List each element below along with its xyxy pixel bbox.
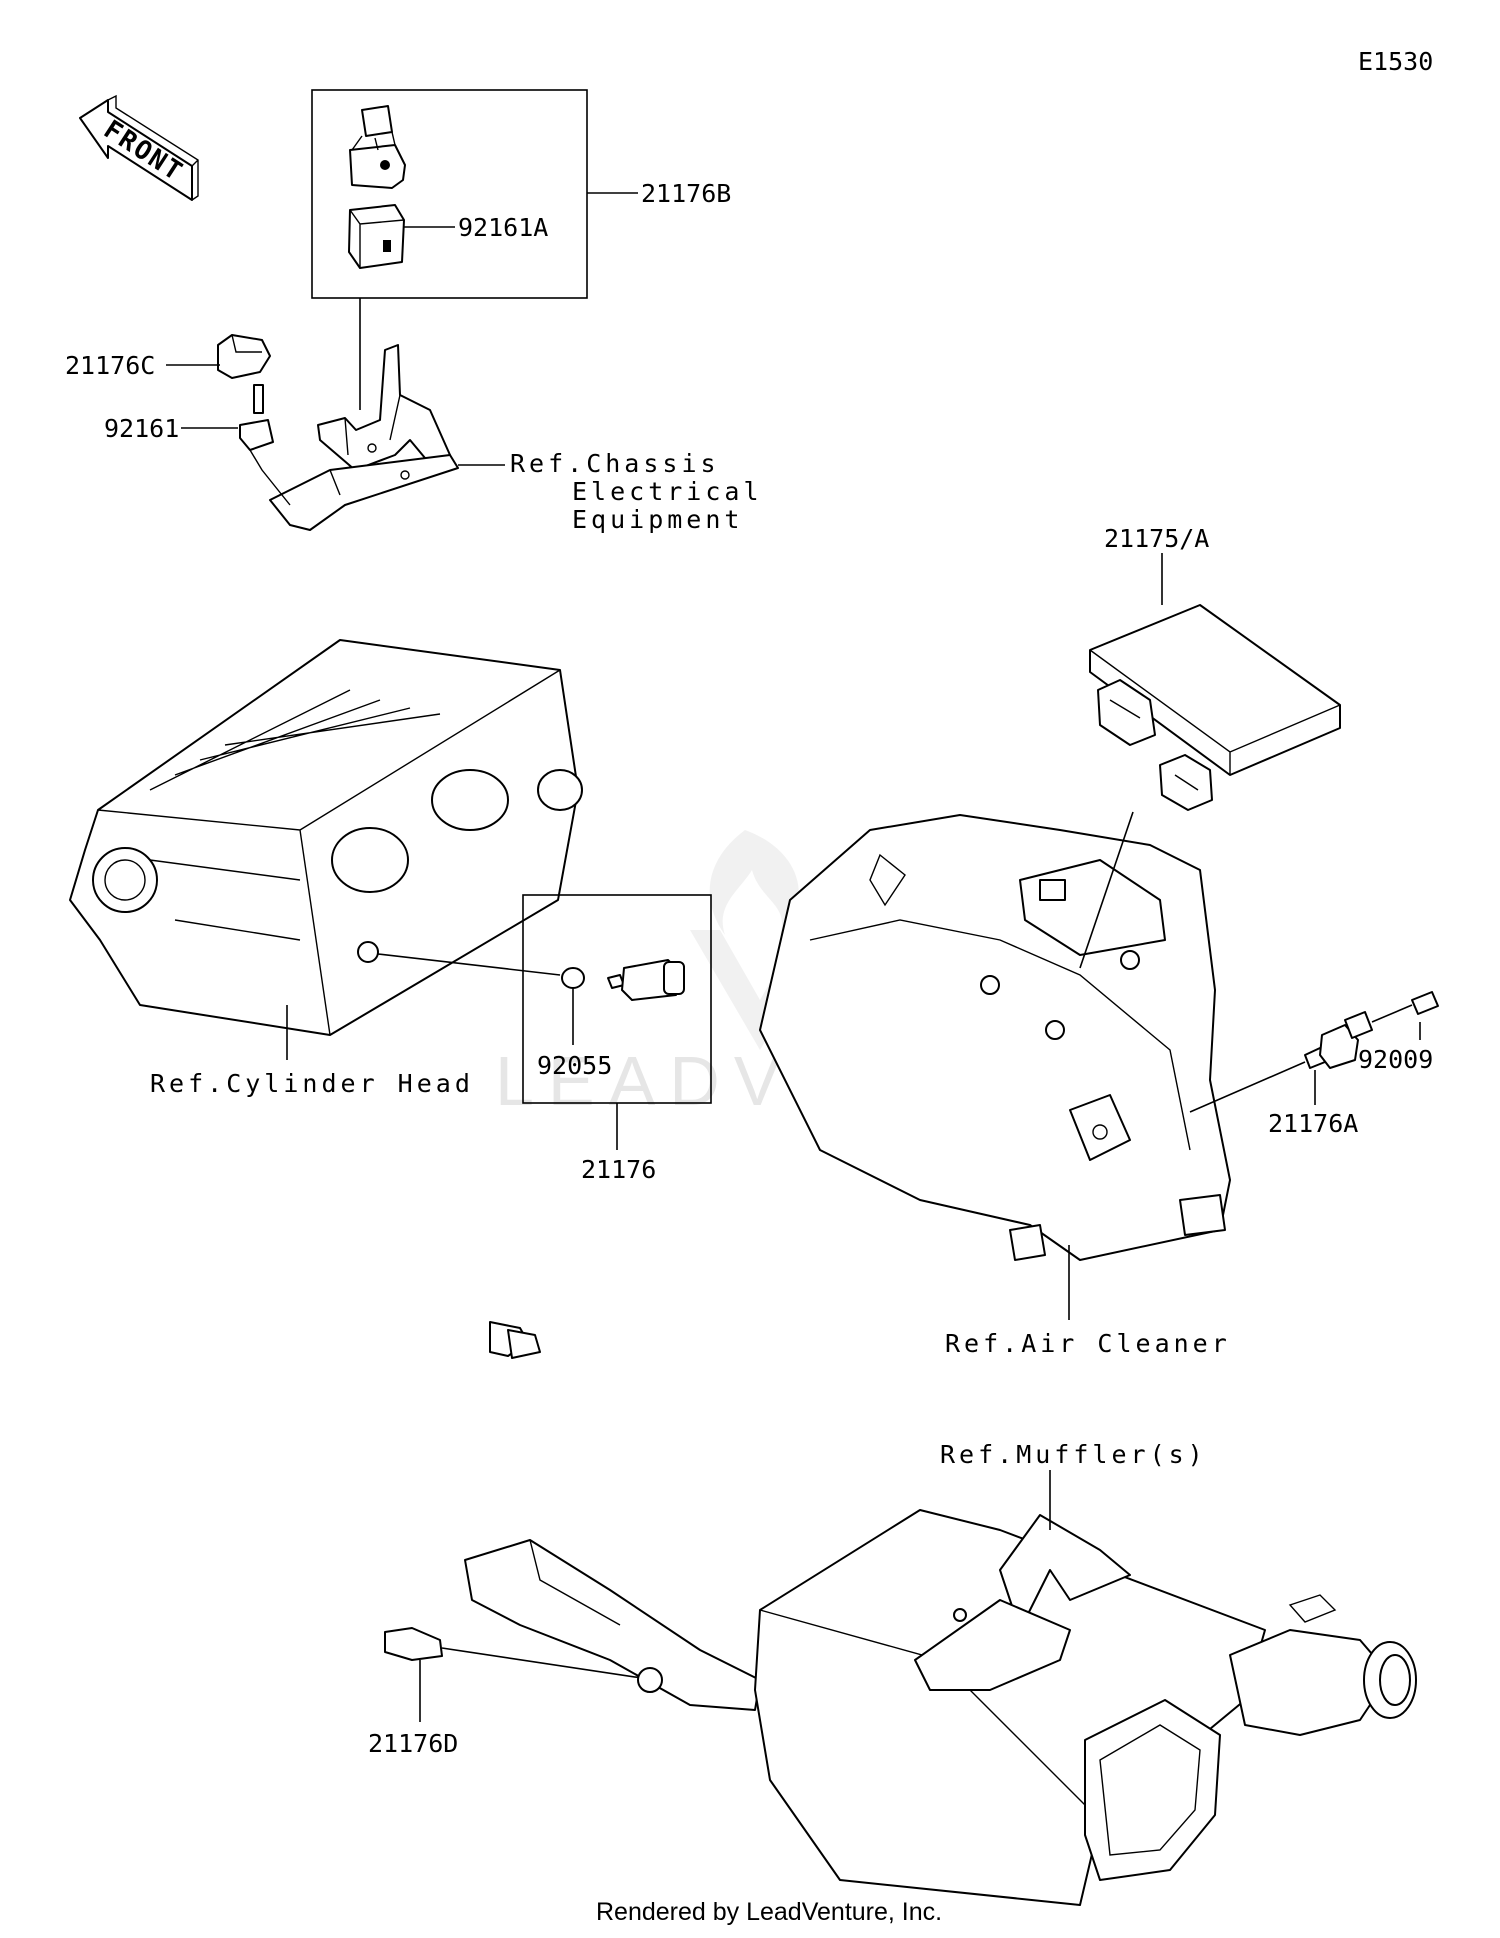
ref-chassis-line3: Equipment: [572, 505, 743, 534]
front-arrow: FRONT: [79, 94, 199, 201]
air-cleaner: [759, 814, 1231, 1261]
label-92055: 92055: [537, 1051, 612, 1080]
sensor-21176: [607, 959, 685, 1001]
label-92161: 92161: [104, 414, 179, 443]
ref-air-cleaner: Ref.Air Cleaner: [945, 1329, 1231, 1358]
ref-chassis-line2: Electrical: [572, 477, 763, 506]
label-92161A: 92161A: [458, 213, 548, 242]
o2-sensor-harness: [358, 1296, 541, 1661]
kit-21176B-box: [311, 89, 588, 299]
bolt-92009: [1411, 991, 1439, 1015]
leader-cleaner-to-21176A: [1189, 1061, 1306, 1113]
footer-credit: Rendered by LeadVenture, Inc.: [596, 1898, 942, 1926]
leader-21176D-to-muffler: [441, 1647, 656, 1681]
leader-head-to-gasket: [377, 953, 561, 976]
cylinder-head: [69, 639, 583, 1036]
ref-chassis-line1: Ref.Chassis: [510, 449, 720, 478]
label-21176A: 21176A: [1268, 1109, 1358, 1138]
diagram-code: E1530: [1358, 47, 1433, 76]
leader-sensor-to-bolt: [1371, 1004, 1413, 1023]
sensor-21176A: [1304, 1011, 1373, 1069]
gasket-92055: [561, 967, 585, 989]
label-21175A: 21175/A: [1104, 524, 1209, 553]
muffler: [464, 1509, 1417, 1906]
ref-cylinder-head: Ref.Cylinder Head: [150, 1069, 474, 1098]
leader-ecu-to-cleaner: [1079, 811, 1134, 969]
connector-92161A: [348, 204, 405, 269]
sensor-21176C: [217, 334, 271, 414]
sensor-part-upper: [349, 105, 406, 189]
label-92009: 92009: [1358, 1045, 1433, 1074]
label-21176: 21176: [581, 1155, 656, 1184]
ecu-21175A: [1089, 604, 1341, 811]
label-21176B: 21176B: [641, 179, 731, 208]
bolt-92161: [239, 419, 291, 506]
ref-mufflers: Ref.Muffler(s): [940, 1440, 1207, 1469]
label-21176C: 21176C: [65, 351, 155, 380]
label-21176D: 21176D: [368, 1729, 458, 1758]
chassis-bracket: [269, 344, 459, 531]
